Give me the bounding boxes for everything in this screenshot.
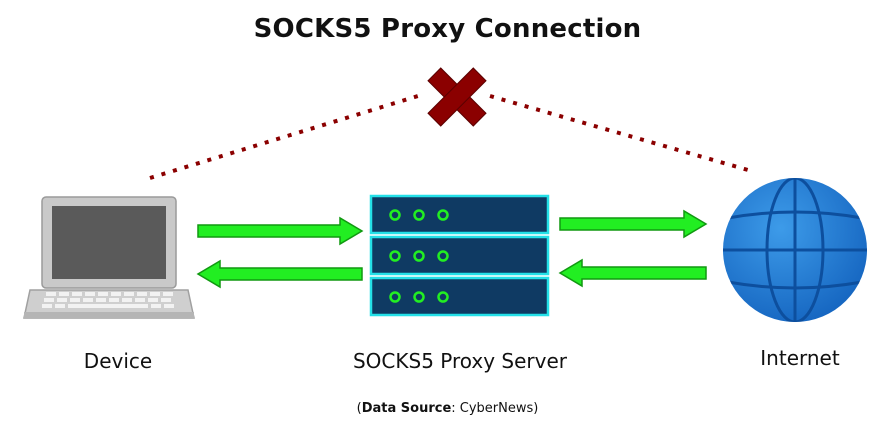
server-unit-1 bbox=[369, 194, 550, 235]
direct-link-left-dotted bbox=[149, 94, 419, 180]
internet-label: Internet bbox=[760, 346, 840, 370]
arrow-device-to-proxy bbox=[197, 216, 364, 246]
laptop-icon bbox=[23, 196, 195, 319]
diagram-title: SOCKS5 Proxy Connection bbox=[253, 14, 642, 44]
proxy-server-label: SOCKS5 Proxy Server bbox=[352, 349, 568, 373]
source-open-paren: ( bbox=[356, 401, 362, 416]
cross-mark-icon bbox=[427, 67, 487, 127]
server-unit-2 bbox=[369, 235, 550, 276]
source-separator: : bbox=[451, 401, 460, 416]
source-key: Data Source bbox=[361, 401, 452, 416]
data-source-note: (Data Source: CyberNews) bbox=[0, 401, 895, 416]
arrow-internet-to-proxy bbox=[558, 258, 707, 288]
arrow-proxy-to-device bbox=[196, 259, 363, 289]
direct-link-right-dotted bbox=[489, 94, 756, 174]
source-value: CyberNews bbox=[459, 401, 534, 416]
arrow-proxy-to-internet bbox=[559, 209, 708, 239]
server-rack-icon bbox=[369, 194, 550, 317]
source-close-paren: ) bbox=[533, 401, 539, 416]
globe-icon bbox=[723, 178, 867, 322]
device-label: Device bbox=[83, 349, 153, 373]
server-unit-3 bbox=[369, 276, 550, 317]
